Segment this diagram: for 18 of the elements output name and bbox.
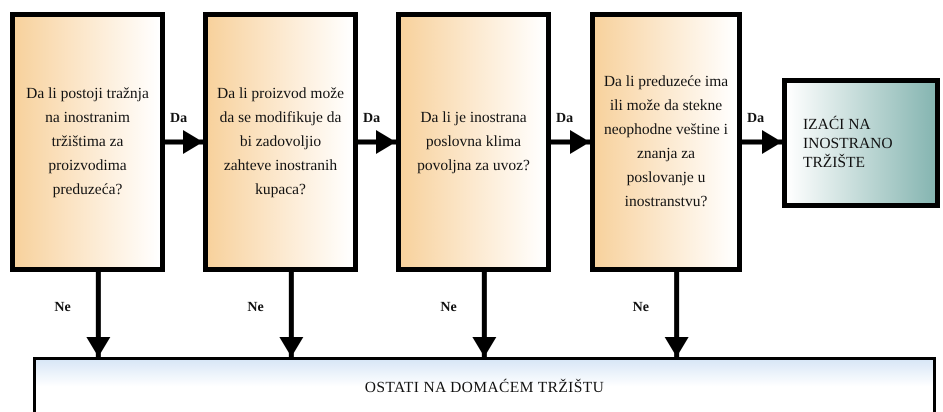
edge-label: Ne [439, 300, 458, 314]
edge-label: Ne [246, 300, 265, 314]
arrow [165, 130, 203, 154]
arrow [279, 272, 304, 357]
outcome-box: IZAĆI NA INOSTRANO TRŽIŠTE [782, 78, 940, 208]
edge-label: Ne [53, 300, 72, 314]
outcome-box: OSTATI NA DOMAĆEM TRŽIŠTU [33, 357, 936, 412]
arrow [742, 130, 782, 154]
decision-box: Da li preduzeće ima ili može da stekne neophodne veštine i znanja za poslovanje u inostranstvu? [590, 12, 742, 272]
edge-label: Ne [632, 300, 650, 314]
arrow [86, 272, 110, 357]
decision-box: Da li postoji tražnja na inostranim tržištima za proizvodima preduzeća? [10, 12, 165, 272]
arrow [358, 130, 396, 154]
arrow [472, 272, 496, 357]
arrow [664, 272, 689, 357]
decision-box: Da li proizvod može da se modifikuje da bi zadovoljio zahteve inostranih kupaca? [203, 12, 358, 272]
decision-box: Da li je inostrana poslovna klima povoljna za uvoz? [396, 12, 551, 272]
arrow [551, 130, 590, 154]
